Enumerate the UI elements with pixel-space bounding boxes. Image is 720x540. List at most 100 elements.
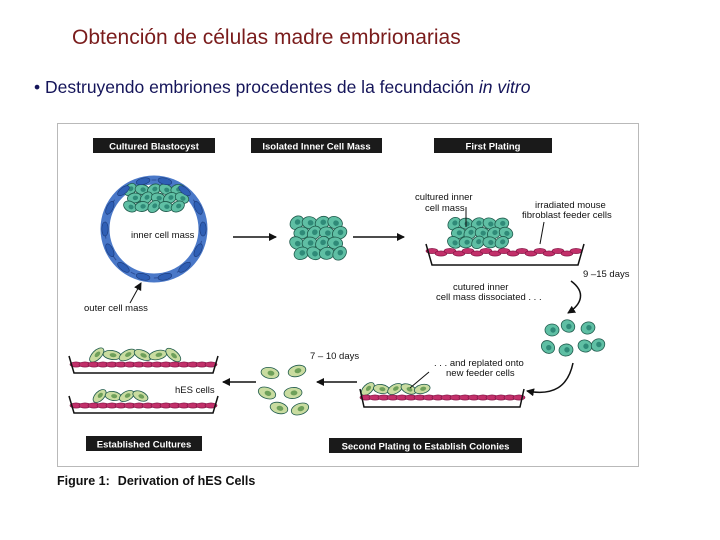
cell <box>283 387 303 399</box>
figure-caption-prefix: Figure 1: <box>57 474 110 488</box>
header-second-plating: Second Plating to Establish Colonies <box>329 438 522 453</box>
label-outer-cell-mass: outer cell mass <box>84 303 148 314</box>
outer-cell-mass-pointer <box>129 282 142 304</box>
header-established-cultures-label: Established Cultures <box>97 440 192 451</box>
cell <box>360 382 375 396</box>
established-culture-top-outline <box>68 355 219 374</box>
arrow-to-dissociation <box>567 280 582 314</box>
isolated-inner-cell-mass <box>289 215 348 261</box>
bullet-point: • Destruyendo embriones procedentes de l… <box>34 77 530 98</box>
replated-pointer <box>409 371 430 389</box>
cell <box>257 386 277 400</box>
cell <box>590 338 606 352</box>
first-plating-icm-cells <box>447 216 514 250</box>
expanded-hes-cells <box>257 364 310 416</box>
label-hes-cells: hES cells <box>175 385 215 396</box>
established-culture-dish-bottom <box>68 389 219 414</box>
cell <box>498 226 514 240</box>
first-plating-feeder-layer <box>425 248 583 257</box>
second-plating-dish <box>359 382 526 408</box>
cell <box>470 217 486 230</box>
feeder-cell <box>569 248 583 254</box>
header-isolated-inner-cell-mass: Isolated Inner Cell Mass <box>251 138 382 153</box>
trophoblast-cell <box>178 185 191 197</box>
dissociated-cells <box>540 319 606 357</box>
cell <box>148 349 168 361</box>
cell <box>332 246 347 261</box>
label-irradiated-1: irradiated mouse <box>535 200 606 211</box>
label-cultured-icm-1: cultured inner <box>415 192 473 203</box>
trophoblast-cell <box>101 221 109 237</box>
established-culture-top-colonies <box>89 347 182 363</box>
cell <box>540 340 556 354</box>
label-replated-2: new feeder cells <box>446 368 515 379</box>
label-9-15-days: 9 –15 days <box>583 269 630 280</box>
cell <box>487 226 502 240</box>
cell <box>471 235 485 250</box>
established-culture-bottom-feeder-layer <box>69 402 218 409</box>
trophoblast-cell <box>199 221 207 237</box>
first-plating-dish <box>425 216 585 266</box>
label-dissociated-2: cell mass dissociated . . . <box>436 292 542 303</box>
bullet-italic-text: in vitro <box>478 77 531 97</box>
header-first-plating: First Plating <box>434 138 552 153</box>
cell <box>327 236 343 250</box>
header-second-plating-label: Second Plating to Establish Colonies <box>342 442 510 453</box>
feeder-cell <box>204 402 218 409</box>
cell <box>102 349 122 361</box>
trophoblast-cell <box>135 177 151 186</box>
trophoblast-cell <box>178 261 191 273</box>
cell <box>293 226 310 240</box>
cell <box>332 226 348 240</box>
cell <box>170 200 185 213</box>
arrow-to-second-plating <box>526 362 574 397</box>
label-cultured-icm-2: cell mass <box>425 203 465 214</box>
header-established-cultures: Established Cultures <box>86 436 202 451</box>
blastocyst-inner-cell-mass <box>123 183 190 213</box>
trophoblast-cell <box>157 177 173 186</box>
second-plating-dish-outline <box>359 388 525 408</box>
cell <box>373 384 390 394</box>
cell <box>447 236 462 249</box>
cell <box>269 401 289 415</box>
trophoblast-cell <box>193 243 203 258</box>
trophoblast-cell <box>117 185 130 197</box>
figure-caption: Figure 1: Derivation of hES Cells <box>57 474 255 488</box>
cell <box>319 246 335 260</box>
cell <box>301 216 318 230</box>
label-inner-cell-mass: inner cell mass <box>131 230 195 241</box>
header-cultured-blastocyst-label: Cultured Blastocyst <box>109 142 200 153</box>
feeder-cell <box>204 361 218 368</box>
first-plating-dish-outline <box>425 243 585 266</box>
trophoblast-cell <box>135 272 151 281</box>
cell <box>494 236 509 249</box>
second-plating-feeder-layer <box>359 394 526 401</box>
cell <box>458 236 474 249</box>
cell <box>560 319 576 333</box>
cell <box>134 201 150 212</box>
header-cultured-blastocyst: Cultured Blastocyst <box>93 138 215 153</box>
established-culture-bottom-colonies <box>92 389 149 403</box>
cell <box>119 390 135 402</box>
trophoblast-cell <box>117 261 130 273</box>
cell <box>92 389 107 403</box>
bullet-text: Destruyendo embriones procedentes de la … <box>45 77 475 97</box>
trophoblast-cell <box>105 243 115 258</box>
label-irradiated-2: fibroblast feeder cells <box>522 210 612 221</box>
established-culture-top-feeder-layer <box>69 361 218 368</box>
label-replated-1: . . . and replated onto <box>434 358 524 369</box>
blastocyst <box>100 175 208 283</box>
figure-caption-text: Derivation of hES Cells <box>117 474 256 488</box>
bullet-symbol: • <box>34 77 41 97</box>
cell <box>558 343 574 357</box>
cell <box>260 366 280 380</box>
header-isolated-inner-cell-mass-label: Isolated Inner Cell Mass <box>262 142 370 153</box>
cell <box>577 339 593 353</box>
cell <box>139 191 153 205</box>
cell <box>580 321 596 335</box>
cell <box>165 347 182 363</box>
trophoblast-cell <box>105 200 115 215</box>
cell <box>89 347 105 363</box>
cell <box>104 391 122 401</box>
